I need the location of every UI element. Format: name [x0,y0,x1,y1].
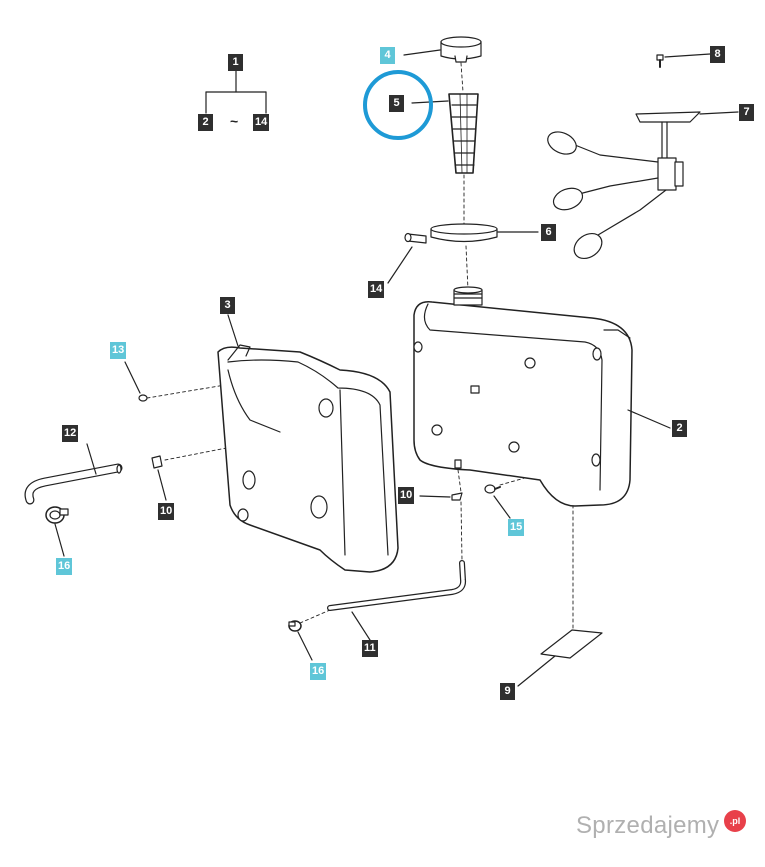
range-tilde: ~ [230,113,239,129]
pad-9-part [517,629,603,687]
callout-16-bottom: 16 [310,663,327,680]
clip-13-part [124,361,148,402]
assembly-axis-lines [146,62,596,629]
callout-8: 8 [710,46,725,63]
fuel-cap-part [403,36,482,63]
clip-10-left-part [151,455,167,501]
fuel-line-11-part [327,560,467,641]
callout-16-left: 16 [56,558,73,575]
clip-10-right-part [419,492,463,501]
hose-12-part [24,443,123,505]
callout-2: 2 [672,420,687,437]
callout-14: 14 [368,281,385,298]
hose-clamp-16-bottom-part [288,620,313,661]
watermark-text: Sprzedajemy [576,812,720,839]
callout-10-left: 10 [158,503,175,520]
pin-part [387,232,427,284]
callout-bracket [205,69,267,114]
callout-2-group: 2 [198,114,213,131]
gasket-part [430,223,539,243]
callout-7: 7 [739,104,754,121]
callout-5: 5 [389,95,404,112]
callout-3: 3 [220,297,235,314]
callout-14-group: 14 [253,114,270,131]
callout-9: 9 [500,683,515,700]
callout-11: 11 [362,640,378,657]
callout-12: 12 [62,425,79,442]
callout-15: 15 [508,519,525,536]
bolt-15-part [484,484,511,519]
fuel-level-sender-part [547,111,739,260]
screw-part [656,53,711,68]
fuel-strainer-part [411,93,479,174]
callout-1: 1 [228,54,243,71]
callout-6: 6 [541,224,556,241]
callout-13: 13 [110,342,127,359]
tank-shield-part [217,314,399,573]
highlight-circle [363,70,433,140]
callout-4: 4 [380,47,395,64]
callout-10-right: 10 [398,487,415,504]
watermark-badge: .pl [724,810,746,832]
fuel-tank-part [413,286,671,507]
hose-clamp-16-left-part [45,506,69,557]
